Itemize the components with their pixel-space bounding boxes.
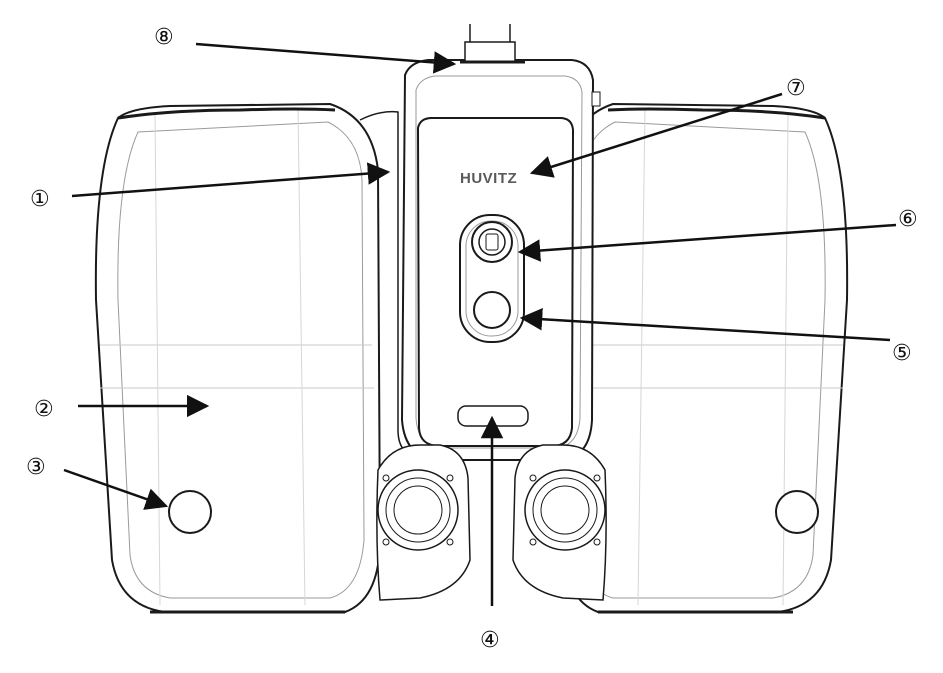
arrow-6	[517, 223, 897, 262]
left-knob	[168, 490, 212, 534]
callout-4: ④	[480, 628, 500, 653]
left-lens-housing	[94, 102, 382, 614]
right-eyepiece	[512, 444, 607, 601]
arrow-3	[63, 468, 169, 510]
left-eyepiece	[376, 444, 471, 601]
callout-1: ①	[30, 187, 50, 212]
right-lens-housing	[561, 102, 849, 614]
callout-7: ⑦	[786, 76, 806, 101]
sensor-capsule	[459, 214, 525, 343]
right-knob	[775, 490, 819, 534]
arrow-5	[519, 307, 891, 342]
sensor-button	[473, 291, 511, 329]
arrow-8	[195, 42, 457, 74]
callout-5: ⑤	[892, 341, 912, 366]
callout-3: ③	[26, 455, 46, 480]
arrow-7	[529, 92, 783, 178]
callout-8: ⑧	[154, 25, 174, 50]
callout-6: ⑥	[898, 207, 918, 232]
callout-2: ②	[34, 397, 54, 422]
camera-lens	[471, 221, 513, 263]
arrow-1	[71, 162, 391, 198]
brand-logo: HUVITZ	[460, 170, 517, 187]
leader-arrows	[63, 42, 897, 606]
